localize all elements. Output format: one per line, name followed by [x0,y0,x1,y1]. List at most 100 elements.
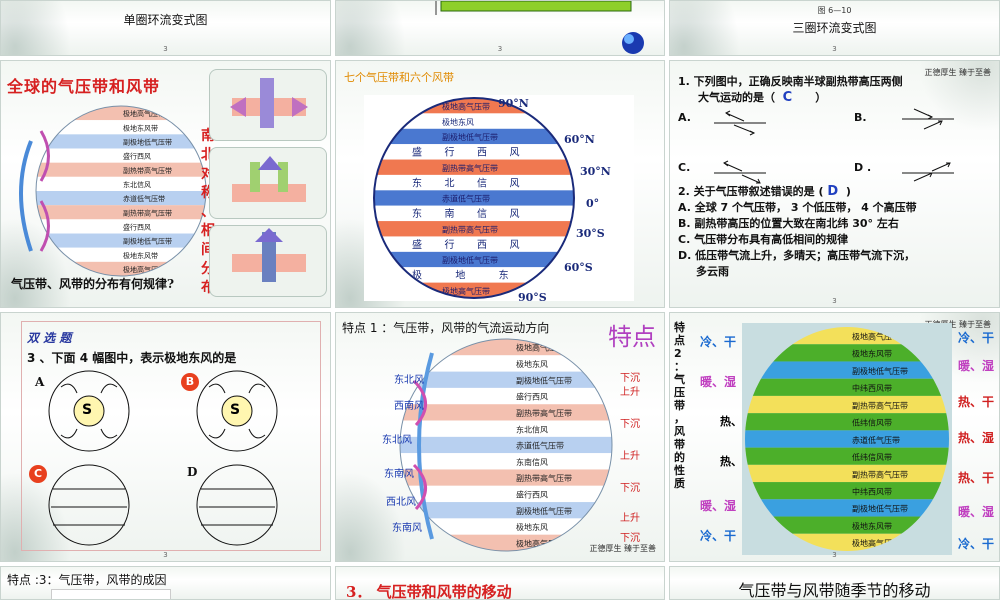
figure-number: 图 6—10 [817,6,852,15]
belt-band [400,534,612,551]
belt-band [36,148,206,163]
belt-band [400,453,612,470]
belt-label: 副热带高气压带 [123,208,172,217]
belt-band [36,205,206,220]
belt-globe: 极地高气压带极地东风副极地低气压带盛行西风副热带高气压带东北信风赤道低气压带东南… [399,338,613,552]
belt-label: 东 [499,269,509,282]
wind-label-2: 西南风 [394,401,424,412]
q2-option-d-cont: 多云雨 [696,265,729,278]
belt-band [36,219,206,234]
property-label-left: 暖、湿 [700,375,737,389]
belt-label: 副极地低气压带 [123,237,172,246]
belt-label: 极地高气压带 [442,101,490,111]
question-1-line2: 大气运动的是（ C ） [698,90,827,105]
belt-band [374,174,574,191]
south-pole-label-a: S [82,402,93,418]
belt-label: 极地东风带 [852,521,892,531]
option-c[interactable]: C. [678,161,691,174]
belt-label: 西 [477,240,487,251]
belt-band [400,502,612,519]
belt-label: 副热带高气压带 [852,469,908,479]
option-a[interactable]: A. [678,111,691,124]
lat-30n: 30°N [580,165,611,178]
belt-band [745,533,949,551]
option-b[interactable]: B. [854,111,867,124]
slide-feature-1[interactable]: 特点 1 ：气压带，风带的气流运动方向 特点 极地高气压带极地东风副极地低气压带… [335,312,665,562]
belt-label: 南 [445,207,455,220]
belt-band [745,327,949,345]
belt-band [36,176,206,191]
slide-global-belts[interactable]: 全球的气压带和风带 极地高气压带极地东风带副极地低气压带盛行西风副热带高气压带东… [0,60,331,308]
option-d-label[interactable]: D [187,465,198,479]
wind-label-5: 西北风 [386,497,416,508]
belt-label: 极地高气压带 [516,343,564,353]
motion-4: 上升 [620,451,640,462]
belt-band [745,499,949,517]
option-d[interactable]: D . [854,161,872,174]
belt-band [745,413,949,431]
slide-seasonal-shift[interactable]: 气压带与风带随季节的移动 [669,566,1000,600]
belt-band [400,371,612,388]
belt-band [745,464,949,483]
slide-quiz-1[interactable]: 正德厚生 臻于至善 1. 下列图中，正确反映南半球副热带高压两侧 大气运动的是（… [669,60,1000,308]
belt-band [400,518,612,535]
belt-label: 副热带高气压带 [123,166,172,175]
lat-30s: 30°S [576,227,605,240]
belt-band [374,128,574,145]
motion-1: 下沉 [620,373,640,384]
slide-3[interactable]: 图 6—10 三圈环流变式图 3 [669,0,1000,56]
belt-band [36,120,206,135]
belt-label: 极地东风带 [123,123,158,132]
belt-band [374,205,574,222]
belt-label: 低纬信风带 [852,452,892,462]
property-label-right: 暖、湿 [958,505,995,519]
slide-title: 气压带与风带随季节的移动 [738,581,931,600]
belt-band [374,159,574,175]
belt-label: 东北信风 [516,424,548,434]
belt-label: 盛行西风 [516,490,548,500]
belt-band [745,447,949,465]
belt-band [745,378,949,396]
belt-chart-panel: 极地高气压带 90°极地东风带副极地低气压带中纬西风带副热带高气压带低纬信风带赤… [742,323,952,555]
belt-label: 盛 [412,238,422,251]
lat-60s: 60°S [564,261,593,274]
motion-3: 下沉 [620,419,640,430]
slide-seven-belts[interactable]: 七个气压带和六个风带 极地高气压带极地东风副极地低气压带盛行西风副热带高气压带东… [335,60,665,308]
option-b-label[interactable]: B [181,373,199,391]
option-c-label[interactable]: C [29,465,47,483]
q2-option-b[interactable]: B. 副热带高压的位置大致在南北纬 30° 左右 [678,217,899,230]
belt-band [36,162,206,177]
belt-label: 风 [510,208,520,220]
slide-title: 3． 气压带和风带的移动 [346,583,512,600]
belt-band [36,134,206,149]
belt-band [400,404,612,421]
slide-quiz-2[interactable]: 双 选 题 3 、下面 4 幅图中，表示极地东风的是 A B C D S S 3 [0,312,331,562]
belt-label: 副极地低气压带 [442,255,498,265]
slide-2[interactable]: 3 [335,0,665,56]
belt-label: 赤道低气压带 [852,435,900,445]
q2-option-d[interactable]: D. 低压带气流上升，多晴天；高压带气流下沉， [678,249,916,262]
answer-1: C [782,90,793,105]
belt-band [374,221,574,237]
slide-feature-3[interactable]: 特点 :3：气压带，风带的成因 [0,566,331,600]
belt-band [36,261,206,276]
slide-belt-movement[interactable]: 3． 气压带和风带的移动 [335,566,665,600]
slide-1[interactable]: 单圈环流变式图 3 [0,0,331,56]
q2-option-a[interactable]: A. 全球 7 个气压带， 3 个低压带， 4 个高压带 [678,201,917,214]
option-a-label[interactable]: A [35,375,45,389]
belt-label: 中纬西风带 [852,486,892,496]
q2-option-c[interactable]: C. 气压带分布具有高低相间的规律 [678,233,849,246]
belt-label: 极地东风带 [852,349,892,359]
belt-label: 副极地低气压带 [516,506,572,516]
belts-globe: 极地高气压带极地东风带副极地低气压带盛行西风副热带高气压带东北信风赤道低气压带副… [19,105,207,277]
south-pole-label-b: S [230,402,241,418]
belt-label: 东 [412,176,422,189]
answer-2: D [827,184,839,199]
belt-label: 盛行西风 [516,392,548,402]
belt-band [400,436,612,454]
belt-label: 极地高气压带 [516,538,564,548]
belt-label: 副热带高气压带 [442,163,498,173]
belt-band [374,190,574,206]
